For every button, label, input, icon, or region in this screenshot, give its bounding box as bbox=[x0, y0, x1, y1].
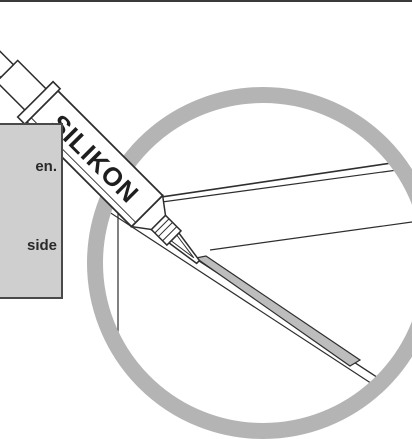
note-line-1: en. bbox=[35, 158, 57, 175]
tube-plunger-rod bbox=[0, 42, 15, 79]
counter-front-edge bbox=[103, 205, 412, 411]
wall-inner-edge bbox=[117, 167, 412, 209]
top-border bbox=[0, 0, 412, 2]
silicone-bead bbox=[194, 255, 362, 367]
note-line-2: side bbox=[26, 237, 57, 254]
magnifier-ring bbox=[87, 87, 412, 439]
counter-back-edge bbox=[209, 221, 412, 251]
instruction-note-box: en. side bbox=[0, 123, 63, 299]
